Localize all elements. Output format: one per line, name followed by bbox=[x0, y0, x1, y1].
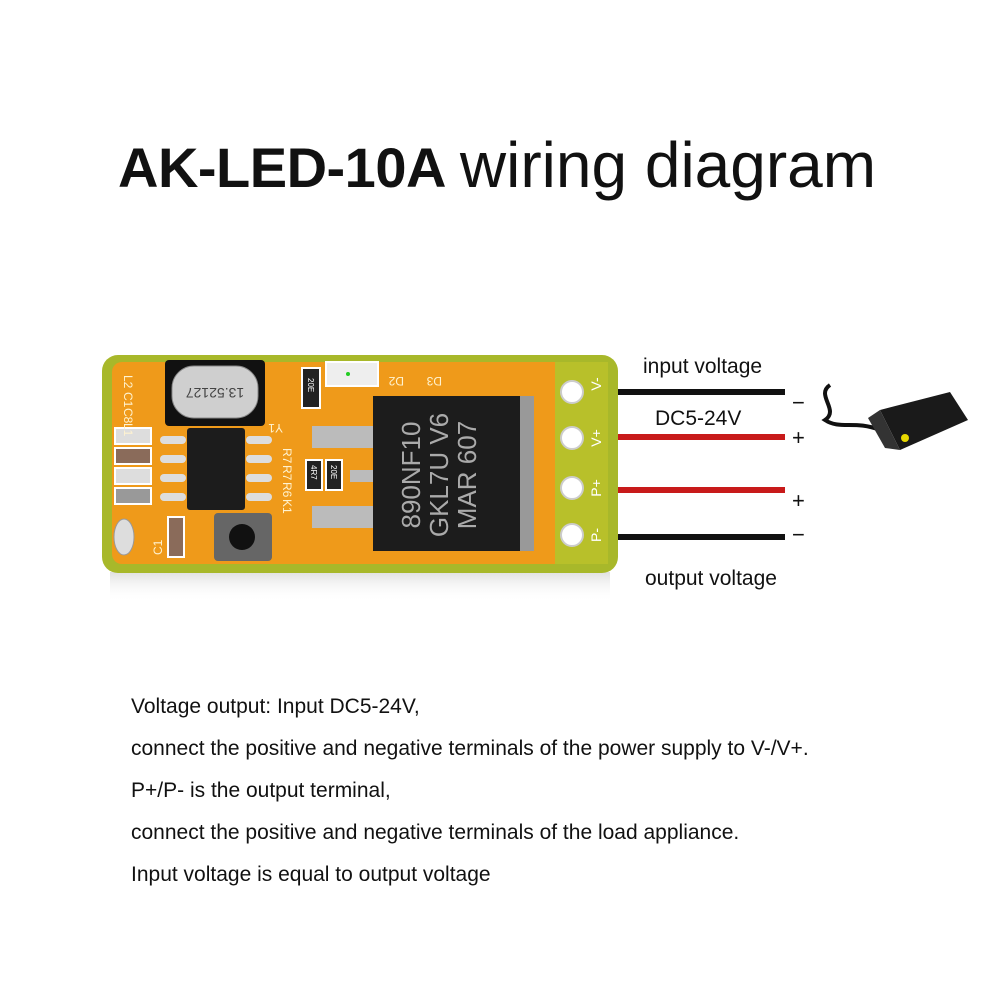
silkscreen-label: D3 bbox=[426, 374, 442, 388]
wires bbox=[600, 389, 785, 540]
title-model: AK-LED-10A bbox=[118, 136, 446, 199]
pcb-module: 13.52127 890NF10 GKL7U V6 MAR 607 bbox=[102, 355, 618, 602]
input-range-label: DC5-24V bbox=[655, 407, 741, 430]
ic-chip bbox=[187, 428, 245, 510]
mosfet-line-1: 890NF10 bbox=[396, 422, 426, 529]
input-voltage-label: input voltage bbox=[643, 355, 762, 378]
mosfet-line-2: GKL7U V6 bbox=[424, 413, 454, 537]
terminal-label-p-minus: P- bbox=[588, 528, 604, 542]
silkscreen-label: C1 bbox=[151, 539, 165, 555]
sign-p-minus: − bbox=[792, 522, 805, 547]
sign-v-plus: + bbox=[792, 425, 805, 450]
description-line: Input voltage is equal to output voltage bbox=[131, 863, 491, 886]
silkscreen-label: L2 bbox=[121, 375, 135, 389]
silkscreen-label: R6 bbox=[280, 482, 294, 498]
description-line: Voltage output: Input DC5-24V, bbox=[131, 695, 420, 718]
description-line: connect the positive and negative termin… bbox=[131, 821, 740, 844]
description-line: P+/P- is the output terminal, bbox=[131, 779, 391, 802]
wire-v-plus bbox=[600, 434, 785, 440]
silkscreen-label: K1 bbox=[280, 499, 294, 514]
description: Voltage output: Input DC5-24V, connect t… bbox=[131, 686, 809, 896]
crystal-label: 13.52127 bbox=[186, 385, 245, 401]
output-voltage-label: output voltage bbox=[645, 567, 777, 590]
terminal-p-plus bbox=[560, 476, 584, 500]
sign-p-plus: + bbox=[792, 488, 805, 513]
silkscreen-label: 4R7 bbox=[309, 465, 318, 480]
silkscreen-label: Y1 bbox=[268, 421, 283, 435]
silkscreen-label: 20E bbox=[306, 378, 315, 392]
terminal-v-plus bbox=[560, 426, 584, 450]
sign-v-minus: − bbox=[792, 390, 805, 415]
silkscreen-label: R7 bbox=[280, 448, 294, 464]
title-rest: wiring diagram bbox=[459, 129, 877, 201]
mosfet-line-3: MAR 607 bbox=[452, 421, 482, 529]
power-adapter-icon bbox=[821, 383, 968, 450]
terminal-label-p-plus: P+ bbox=[588, 479, 604, 497]
wire-p-plus bbox=[600, 487, 785, 493]
terminal-v-minus bbox=[560, 380, 584, 404]
silkscreen-label: D2 bbox=[388, 374, 404, 388]
description-line: connect the positive and negative termin… bbox=[131, 737, 809, 760]
mosfet bbox=[373, 396, 525, 551]
silkscreen-label: C1 bbox=[121, 392, 135, 408]
silkscreen-label: C8 bbox=[121, 408, 135, 424]
terminal-p-minus bbox=[560, 523, 584, 547]
terminal-label-v-plus: V+ bbox=[588, 429, 604, 447]
silkscreen-label: L1 bbox=[121, 423, 135, 437]
silkscreen-label: 20E bbox=[329, 465, 338, 479]
silkscreen-label: R7 bbox=[280, 465, 294, 481]
wire-p-minus bbox=[600, 534, 785, 540]
terminal-label-v-minus: V- bbox=[588, 377, 604, 391]
wire-v-minus bbox=[600, 389, 785, 395]
